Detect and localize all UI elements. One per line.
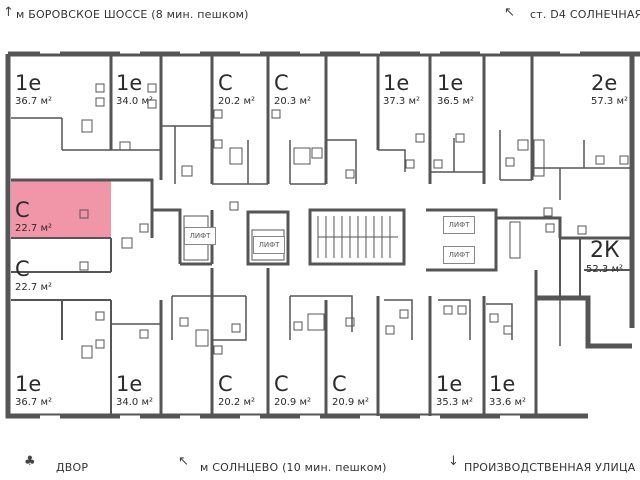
apartment-type: 2е <box>591 71 618 95</box>
apartment-type: 1е <box>437 71 464 95</box>
apartment-type: С <box>274 71 289 95</box>
lift-label-2: ЛИФТ <box>253 236 285 254</box>
apartment-area: 20.9 м² <box>274 397 311 408</box>
apartment-area: 37.3 м² <box>383 96 420 107</box>
arrow-up-icon: ↑ <box>3 5 14 20</box>
apartment-area: 36.7 м² <box>15 397 52 408</box>
outer-wall <box>5 51 524 419</box>
label-bottom-center: м СОЛНЦЕВО (10 мин. пешком) <box>200 461 387 474</box>
apartment-area: 35.3 м² <box>436 397 473 408</box>
apartment-type: С <box>15 257 30 281</box>
apartment-1e-top-2[interactable]: 1е 34.0 м² <box>116 73 153 107</box>
apartment-2e-top[interactable]: 2е 57.3 м² <box>591 73 628 107</box>
lift-label-1: ЛИФТ <box>184 227 216 245</box>
arrow-northwest-icon: ↖ <box>178 454 189 469</box>
apartment-area: 20.3 м² <box>274 96 311 107</box>
label-top-right: ст. D4 СОЛНЕЧНАЯ <box>530 8 640 21</box>
apartment-type: 1е <box>15 71 42 95</box>
apartment-1e-bottom-2[interactable]: 1е 34.0 м² <box>116 374 153 408</box>
apartment-1e-bottom-3[interactable]: 1е 35.3 м² <box>436 374 473 408</box>
apartment-area: 20.2 м² <box>218 397 255 408</box>
apartment-type: С <box>274 372 289 396</box>
apartment-walls-top <box>109 54 534 184</box>
apartment-1e-top-3[interactable]: 1е 37.3 м² <box>383 73 420 107</box>
apartment-walls-bottom <box>159 268 538 416</box>
apartment-area: 20.9 м² <box>332 397 369 408</box>
apartment-area: 36.7 м² <box>15 96 52 107</box>
apartment-type: 1е <box>116 71 143 95</box>
apartment-type: 1е <box>116 372 143 396</box>
apartment-c-top-1[interactable]: С 20.2 м² <box>218 73 255 107</box>
apartment-c-bottom-1[interactable]: С 20.2 м² <box>218 374 255 408</box>
interior-walls-bottom <box>111 270 561 346</box>
lift-label-3: ЛИФТ <box>443 216 475 234</box>
highlighted-apartment-fill <box>11 180 111 238</box>
stair-steps <box>317 216 398 258</box>
apartment-c-highlighted[interactable]: С 22.7 м² <box>15 200 52 234</box>
apartment-type: 1е <box>436 372 463 396</box>
fixtures <box>79 83 629 359</box>
apartment-1e-bottom-1[interactable]: 1е 36.7 м² <box>15 374 52 408</box>
apartment-1e-top-4[interactable]: 1е 36.5 м² <box>437 73 474 107</box>
label-bottom-left: ДВОР <box>56 461 89 474</box>
label-bottom-right: ПРОИЗВОДСТВЕННАЯ УЛИЦА <box>464 461 636 474</box>
apartment-1e-bottom-4[interactable]: 1е 33.6 м² <box>489 374 526 408</box>
arrow-down-icon: ↓ <box>448 454 459 469</box>
tree-bench-icon: ♣ <box>24 454 36 469</box>
apartment-type: С <box>15 198 30 222</box>
apartment-area: 22.7 м² <box>15 223 52 234</box>
apartment-area: 34.0 м² <box>116 96 153 107</box>
apartment-area: 20.2 м² <box>218 96 255 107</box>
right-block-walls <box>559 238 633 298</box>
apartment-area: 33.6 м² <box>489 397 526 408</box>
apartment-area: 57.3 м² <box>591 96 628 107</box>
left-walls <box>11 237 112 416</box>
apartment-c-bottom-3[interactable]: С 20.9 м² <box>332 374 369 408</box>
apartment-area: 34.0 м² <box>116 397 153 408</box>
apartment-type: 1е <box>489 372 516 396</box>
apartment-type: С <box>218 71 233 95</box>
apartment-area: 36.5 м² <box>437 96 474 107</box>
lift-shaft <box>183 215 285 261</box>
apartment-c-middle[interactable]: С 22.7 м² <box>15 259 52 293</box>
apartment-type: С <box>332 372 347 396</box>
apartment-c-bottom-2[interactable]: С 20.9 м² <box>274 374 311 408</box>
arrow-northwest-icon: ↖ <box>504 5 515 20</box>
apartment-c-top-2[interactable]: С 20.3 м² <box>274 73 311 107</box>
apartment-1e-top-1[interactable]: 1е 36.7 м² <box>15 73 52 107</box>
interior-walls-top <box>11 117 632 200</box>
apartment-2k[interactable]: 2К 52.3 м² <box>586 238 623 275</box>
lift-label-4: ЛИФТ <box>443 246 475 264</box>
apartment-area: 22.7 м² <box>15 282 52 293</box>
apartment-type: 1е <box>15 372 42 396</box>
apartment-type: С <box>218 372 233 396</box>
label-top-left: м БОРОВСКОЕ ШОССЕ (8 мин. пешком) <box>16 8 249 21</box>
apartment-type: 1е <box>383 71 410 95</box>
apartment-type: 2К <box>590 238 620 263</box>
apartment-area: 52.3 м² <box>586 264 623 275</box>
